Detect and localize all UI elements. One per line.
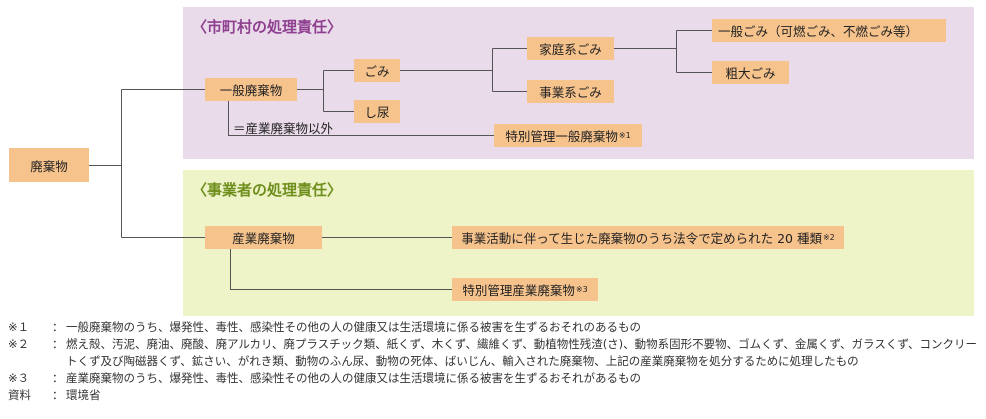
twenty-types-box: 事業活動に伴って生じた廃棄物のうち法令で定められた 20 種類※2 xyxy=(452,226,844,249)
waste-box: 廃棄物 xyxy=(9,148,89,182)
footnote-3: ※３ ：産業廃棄物のうち、爆発性、毒性、感染性その他の人の健康又は生活環境に係る被… xyxy=(8,370,983,387)
general-waste-label: 一般廃棄物 xyxy=(219,83,283,98)
general-gomi-box: 一般ごみ（可燃ごみ、不燃ごみ等） xyxy=(712,19,946,42)
shinyo-label: し尿 xyxy=(364,105,390,120)
source-text: 環境省 xyxy=(66,388,101,402)
special-general-label: 特別管理一般廃棄物 xyxy=(505,129,618,144)
waste-label: 廃棄物 xyxy=(30,158,68,174)
footnotes: ※１：一般廃棄物のうち、爆発性、毒性、感染性その他の人の健康又は生活環境に係る被… xyxy=(8,319,983,404)
footnote-2: ※２ ：燃え殻、汚泥、廃油、廃酸、廃アルカリ、廃プラスチック類、紙くず、木くず、繊… xyxy=(8,336,983,353)
industrial-waste-box: 産業廃棄物 xyxy=(205,226,322,249)
footnote-separator xyxy=(52,353,66,370)
connector-waste-trunk xyxy=(88,89,205,238)
special-general-box: 特別管理一般廃棄物※1 xyxy=(494,124,642,147)
connector-gomi-to-household xyxy=(400,48,527,92)
footnote-separator: ： xyxy=(52,371,64,385)
municipal-section-title: 〈市町村の処理責任〉 xyxy=(192,18,343,36)
business-section-title: 〈事業者の処理責任〉 xyxy=(192,181,343,199)
household-gomi-box: 家庭系ごみ xyxy=(527,37,614,60)
footnote-1: ※１ ：一般廃棄物のうち、爆発性、毒性、感染性その他の人の健康又は生活環境に係る被… xyxy=(8,319,983,336)
footnote-separator: ： xyxy=(52,320,64,334)
footnote-text: トくず及び陶磁器くず、鉱さい、がれき類、動物のふん尿、動物の死体、ばいじん、輸入… xyxy=(66,354,859,368)
connector-general-to-special xyxy=(228,99,494,136)
source-mark: 資料 xyxy=(8,388,31,402)
household-gomi-label: 家庭系ごみ xyxy=(539,42,602,57)
shinyo-box: し尿 xyxy=(354,100,400,123)
special-industrial-box: 特別管理産業廃棄物※3 xyxy=(452,278,598,301)
business-gomi-box: 事業系ごみ xyxy=(527,80,614,103)
industrial-waste-label: 産業廃棄物 xyxy=(232,231,295,246)
footnote-separator: ： xyxy=(52,337,64,351)
gomi-label: ごみ xyxy=(364,64,390,79)
general-waste-box: 一般廃棄物 xyxy=(205,78,297,101)
footnote-mark: ※２ xyxy=(8,337,30,351)
source-note: 資料 ：環境省 xyxy=(8,387,983,404)
footnote-mark: ※３ xyxy=(8,371,30,385)
twenty-types-label: 事業活動に伴って生じた廃棄物のうち法令で定められた 20 種類 xyxy=(461,231,822,246)
footnote-mark: ※１ xyxy=(8,320,30,334)
connector-household-to-types xyxy=(614,30,712,73)
special-industrial-label: 特別管理産業廃棄物 xyxy=(462,283,575,298)
footnote-text: 一般廃棄物のうち、爆発性、毒性、感染性その他の人の健康又は生活環境に係る被害を生… xyxy=(66,320,641,334)
non-industrial-label: ＝産業廃棄物以外 xyxy=(233,121,334,136)
footnote-2-continued: トくず及び陶磁器くず、鉱さい、がれき類、動物のふん尿、動物の死体、ばいじん、輸入… xyxy=(8,353,983,370)
footnote-mark xyxy=(8,353,52,370)
footnote-text: 産業廃棄物のうち、爆発性、毒性、感染性その他の人の健康又は生活環境に係る被害を生… xyxy=(66,371,641,385)
business-gomi-label: 事業系ごみ xyxy=(539,85,602,100)
connector-industrial xyxy=(230,237,452,290)
bulky-gomi-label: 粗大ごみ xyxy=(725,66,776,81)
gomi-box: ごみ xyxy=(354,59,400,82)
general-gomi-label: 一般ごみ（可燃ごみ、不燃ごみ等） xyxy=(718,24,919,39)
source-separator: ： xyxy=(52,388,64,402)
bulky-gomi-box: 粗大ごみ xyxy=(712,61,789,84)
footnote-text: 燃え殻、汚泥、廃油、廃酸、廃アルカリ、廃プラスチック類、紙くず、木くず、繊維くず… xyxy=(66,337,978,351)
connector-general-to-gomi xyxy=(297,70,354,112)
